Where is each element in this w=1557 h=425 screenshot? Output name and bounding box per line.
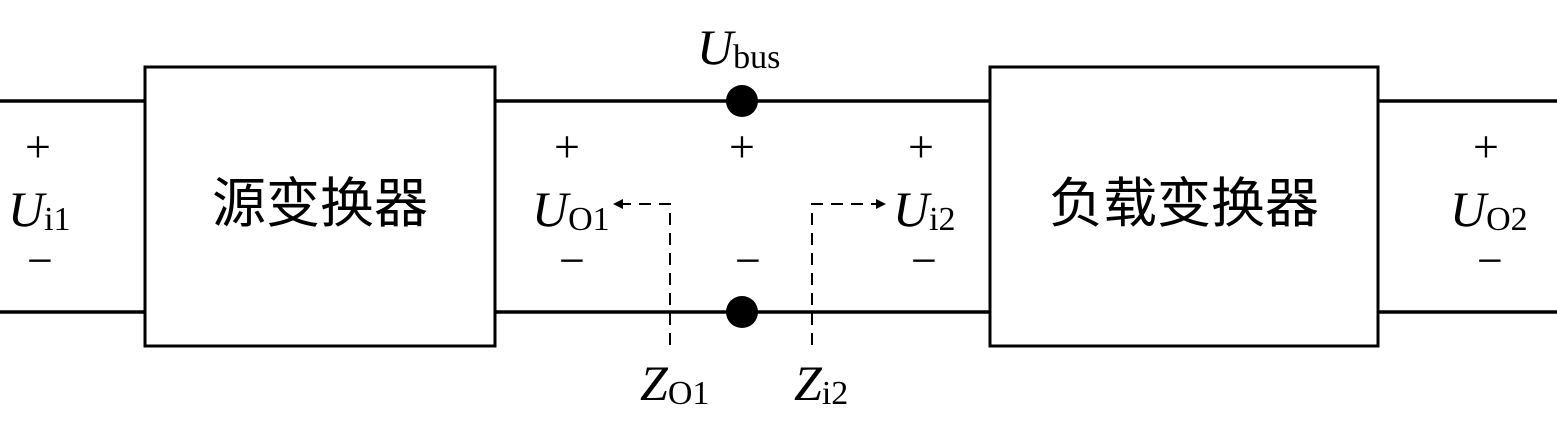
bus-plus-sign: + xyxy=(729,121,755,172)
load-input-plus-sign: + xyxy=(908,121,934,172)
output-plus-sign: + xyxy=(1473,121,1499,172)
source-converter-label: 源变换器 xyxy=(212,172,428,235)
impedance-arrows xyxy=(613,199,886,345)
source-output-minus-sign: − xyxy=(559,235,585,286)
load-converter-box xyxy=(988,65,1380,348)
source-output-plus-sign: + xyxy=(554,121,580,172)
source-converter-box xyxy=(143,65,497,348)
bus-top-node xyxy=(726,85,758,117)
load-input-voltage-label: Ui2 xyxy=(893,181,956,238)
bus-bottom-node xyxy=(726,296,758,328)
load-converter-label: 负载变换器 xyxy=(1049,172,1319,235)
bus-voltage-label: Ubus xyxy=(697,19,780,76)
output-impedance-label: ZO1 xyxy=(640,355,709,412)
source-output-voltage-label: UO1 xyxy=(532,181,610,238)
bus-minus-sign: − xyxy=(735,235,761,286)
output-minus-sign: − xyxy=(1477,235,1503,286)
input-minus-sign: − xyxy=(27,235,53,286)
input-voltage-label: Ui1 xyxy=(8,181,71,238)
output-voltage-label: UO2 xyxy=(1450,181,1528,238)
zo1-dashed-arrow xyxy=(613,199,671,345)
input-impedance-label: Zi2 xyxy=(794,355,848,412)
zi2-dashed-arrow xyxy=(811,199,886,345)
load-input-minus-sign: − xyxy=(911,235,937,286)
input-plus-sign: + xyxy=(25,121,51,172)
